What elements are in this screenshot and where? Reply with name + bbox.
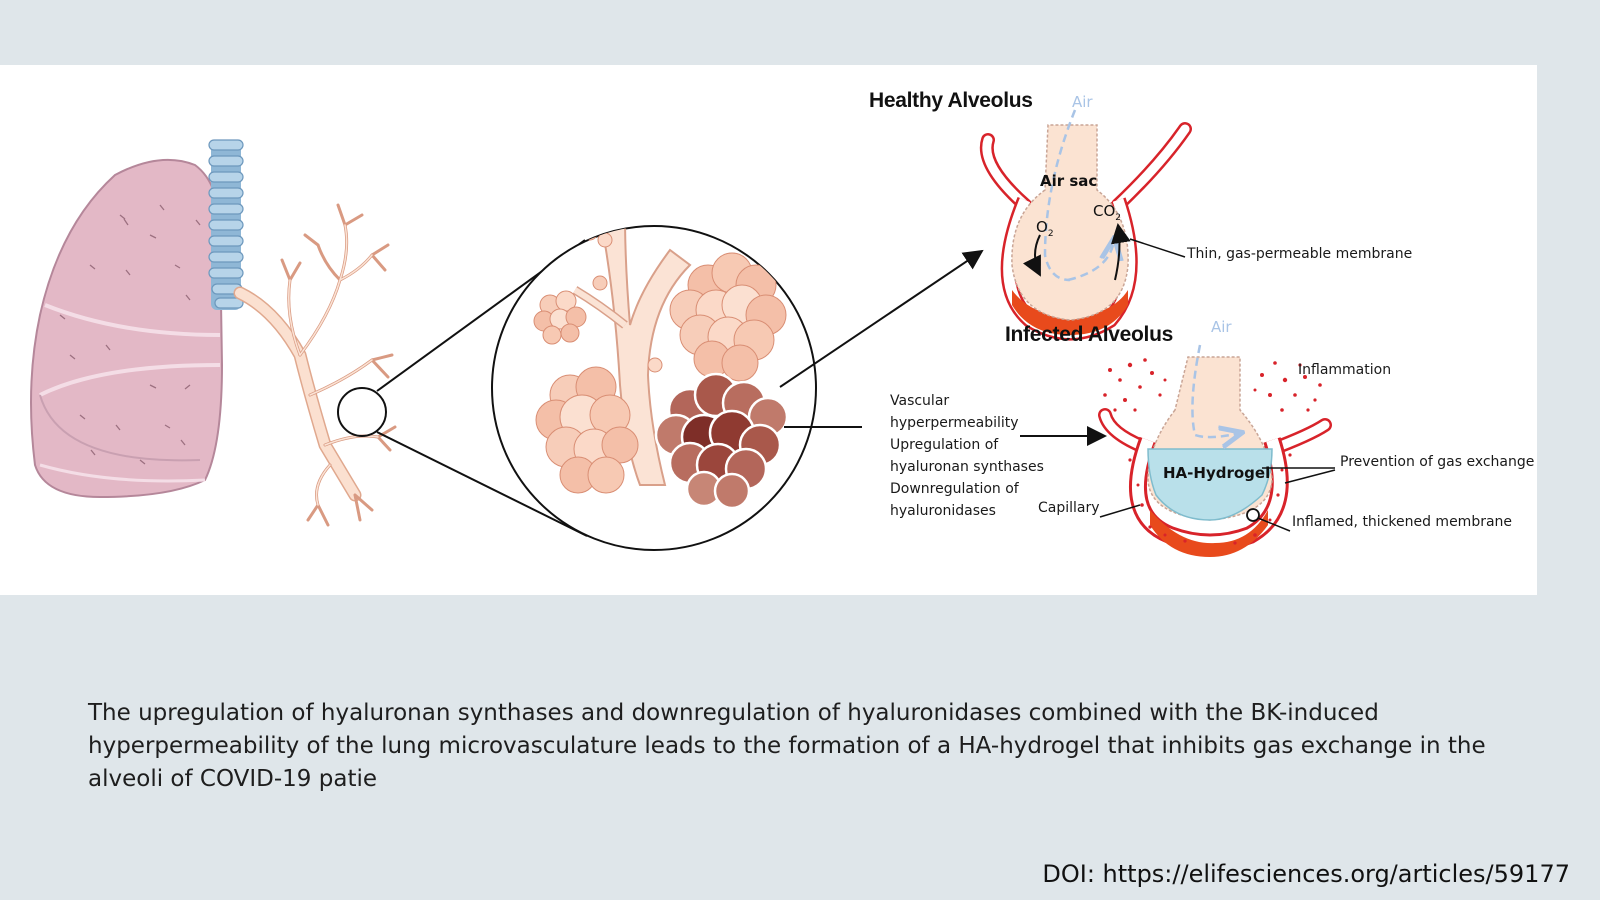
alveoli-cluster-icon — [491, 225, 817, 551]
thin-membrane-label: Thin, gas-permeable membrane — [1187, 246, 1413, 262]
mechanism-line: Downregulation of — [890, 481, 1019, 497]
infected-alveolus-title: Infected Alveolus — [1005, 323, 1173, 346]
co2-label: CO2 — [1093, 202, 1121, 223]
mechanism-list: Vascular hyperpermeability Upregulation … — [890, 390, 1044, 522]
inflamed-membrane-label: Inflamed, thickened membrane — [1292, 514, 1513, 530]
capillary-label: Capillary — [1038, 500, 1100, 516]
air-sac-label: Air sac — [1040, 172, 1098, 190]
trachea-icon — [208, 139, 244, 310]
figure-panel: Healthy Alveolus Infected Alveolus Air A… — [0, 65, 1537, 595]
o2-symbol: O — [1036, 218, 1048, 236]
lung-illustration — [30, 158, 224, 499]
inflammation-label: Inflammation — [1298, 362, 1392, 378]
air-label-infected: Air — [1211, 318, 1232, 336]
diagram-canvas — [30, 109, 1336, 557]
hydrogel-label: HA-Hydrogel — [1163, 464, 1271, 482]
mechanism-line: hyaluronidases — [890, 503, 996, 519]
o2-subscript: 2 — [1047, 229, 1054, 239]
figure-caption: The upregulation of hyaluronan synthases… — [88, 700, 1486, 792]
healthy-alveolus-title: Healthy Alveolus — [869, 89, 1033, 112]
mechanism-line: hyaluronan synthases — [890, 459, 1044, 475]
doi-link[interactable]: DOI: https://elifesciences.org/articles/… — [1042, 860, 1570, 888]
infected-alveolus-icon — [1098, 344, 1336, 557]
mechanism-line: Upregulation of — [890, 437, 999, 453]
co2-symbol: CO — [1093, 202, 1116, 220]
air-label-healthy: Air — [1072, 93, 1093, 111]
o2-label: O2 — [1036, 218, 1054, 239]
prevention-label: Prevention of gas exchange — [1340, 454, 1535, 470]
mechanism-line: hyperpermeability — [890, 415, 1019, 431]
bronchial-tree-icon — [233, 203, 397, 527]
co2-subscript: 2 — [1115, 213, 1122, 223]
healthy-alveolus-icon — [979, 109, 1192, 341]
mechanism-line: Vascular — [890, 393, 950, 409]
